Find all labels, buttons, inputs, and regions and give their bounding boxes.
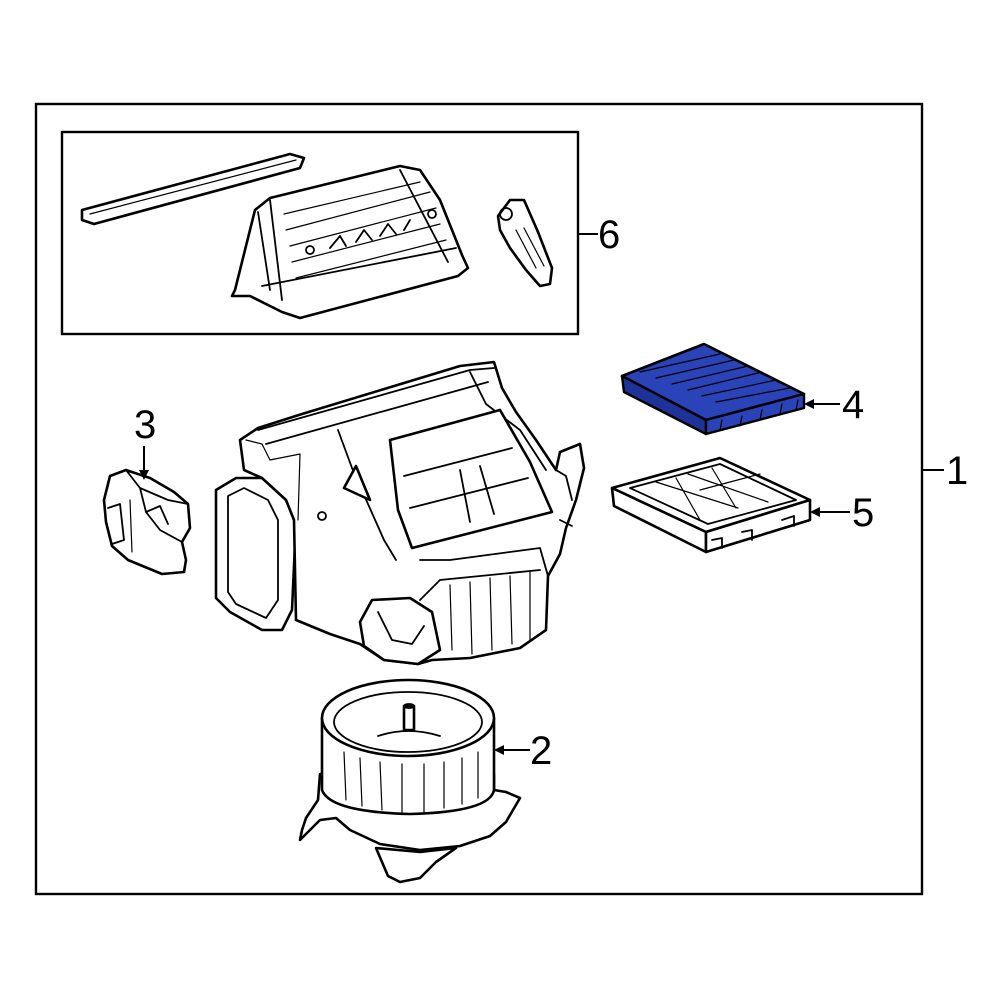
callout-4: 4 xyxy=(842,383,864,427)
part-4-cabin-air-filter xyxy=(620,342,806,436)
part-5-filter-case xyxy=(610,456,812,554)
part-6-case-cover xyxy=(230,164,470,320)
callout-6: 6 xyxy=(598,213,620,257)
part-6-seal-strip xyxy=(80,152,306,226)
part-3-actuator xyxy=(102,468,192,576)
part-2-blower-motor xyxy=(298,678,522,884)
callout-3: 3 xyxy=(134,403,156,447)
callout-2: 2 xyxy=(530,729,552,773)
callout-5: 5 xyxy=(852,491,874,535)
part-6-damper-clip xyxy=(496,198,554,288)
callout-1: 1 xyxy=(946,449,968,493)
blower-case xyxy=(214,360,586,666)
